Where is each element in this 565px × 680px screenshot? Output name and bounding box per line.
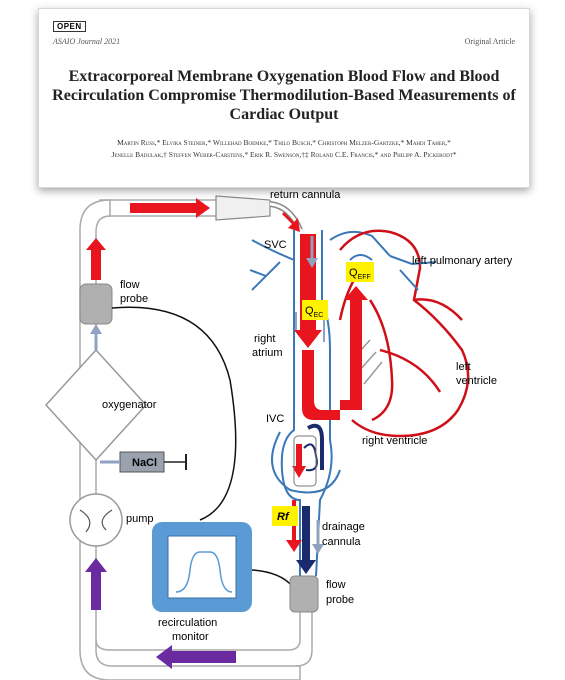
flow-probe-bottom-label-2: probe <box>326 594 354 606</box>
journal-name: ASAIO Journal 2021 <box>53 37 121 46</box>
q-eff-sub: EFF <box>358 274 371 281</box>
author-line-1: Martin Russ,* Elvira Steiner,* Willehad … <box>117 138 451 147</box>
pump-flow-arrows <box>85 558 236 669</box>
flow-probe-bottom <box>289 575 319 613</box>
left-ventricle-label-1: left <box>456 361 471 373</box>
pump-label: pump <box>126 513 154 525</box>
left-pulmonary-artery-label: left pulmonary artery <box>412 255 513 267</box>
recirculation-monitor-label-2: monitor <box>172 631 209 643</box>
rf-highlight <box>272 506 298 526</box>
catheter-segment <box>293 435 317 487</box>
q-ec-main: Q <box>305 305 314 317</box>
drainage-cannula-label-2: cannula <box>322 536 361 548</box>
return-flow-arrows <box>86 198 300 280</box>
article-header-card: OPEN ASAIO Journal 2021 Original Article… <box>38 8 530 188</box>
return-cannula <box>215 195 303 232</box>
oxygenator-shape <box>44 348 148 462</box>
drainage-cannula-label-1: drainage <box>322 521 365 533</box>
right-ventricle-label: right ventricle <box>362 435 427 447</box>
ivc-label: IVC <box>266 413 284 425</box>
pump-rotor-icon <box>79 509 113 533</box>
svc-label: SVC <box>264 239 287 251</box>
right-atrium-label-1: right <box>254 333 275 345</box>
article-type: Original Article <box>464 37 515 46</box>
flow-probe-top <box>79 283 113 325</box>
author-list: Martin Russ,* Elvira Steiner,* Willehad … <box>53 137 515 161</box>
vena-cava-outline <box>249 230 391 577</box>
flow-probe-top-label-1: flow <box>120 279 140 291</box>
vena-cava-flow-arrows-grey <box>295 236 325 554</box>
left-ventricle-label-2: ventricle <box>456 375 497 387</box>
oxygenator-label: oxygenator <box>102 399 157 411</box>
pump-shape <box>69 493 123 547</box>
author-line-2: Jenelle Badulak,† Steffen Weber-Carstens… <box>111 150 457 159</box>
q-eff-highlight <box>346 262 374 282</box>
q-ec-sub: EC <box>314 312 324 319</box>
return-cannula-label: return cannula <box>270 189 341 201</box>
flow-probe-cable <box>111 306 237 521</box>
rf-label: Rf <box>277 511 290 523</box>
recirculation-curve-icon <box>175 551 233 593</box>
pulmonary-vessels-blue <box>349 254 437 291</box>
monitor-cable <box>251 569 293 587</box>
q-eff-label: QEFF <box>349 267 371 281</box>
flow-probe-bottom-label-1: flow <box>326 579 346 591</box>
open-access-badge: OPEN <box>53 21 86 32</box>
q-ec-label: QEC <box>305 305 323 319</box>
flow-probe-top-label-2: probe <box>120 293 148 305</box>
q-eff-main: Q <box>349 267 358 279</box>
article-title: Extracorporeal Membrane Oxygenation Bloo… <box>52 68 516 123</box>
q-ec-highlight <box>302 300 328 320</box>
nacl-syringe <box>100 451 187 473</box>
right-atrium-label-2: atrium <box>252 347 283 359</box>
recirculation-monitor-label-1: recirculation <box>158 617 217 629</box>
nacl-label: NaCl <box>132 457 157 469</box>
